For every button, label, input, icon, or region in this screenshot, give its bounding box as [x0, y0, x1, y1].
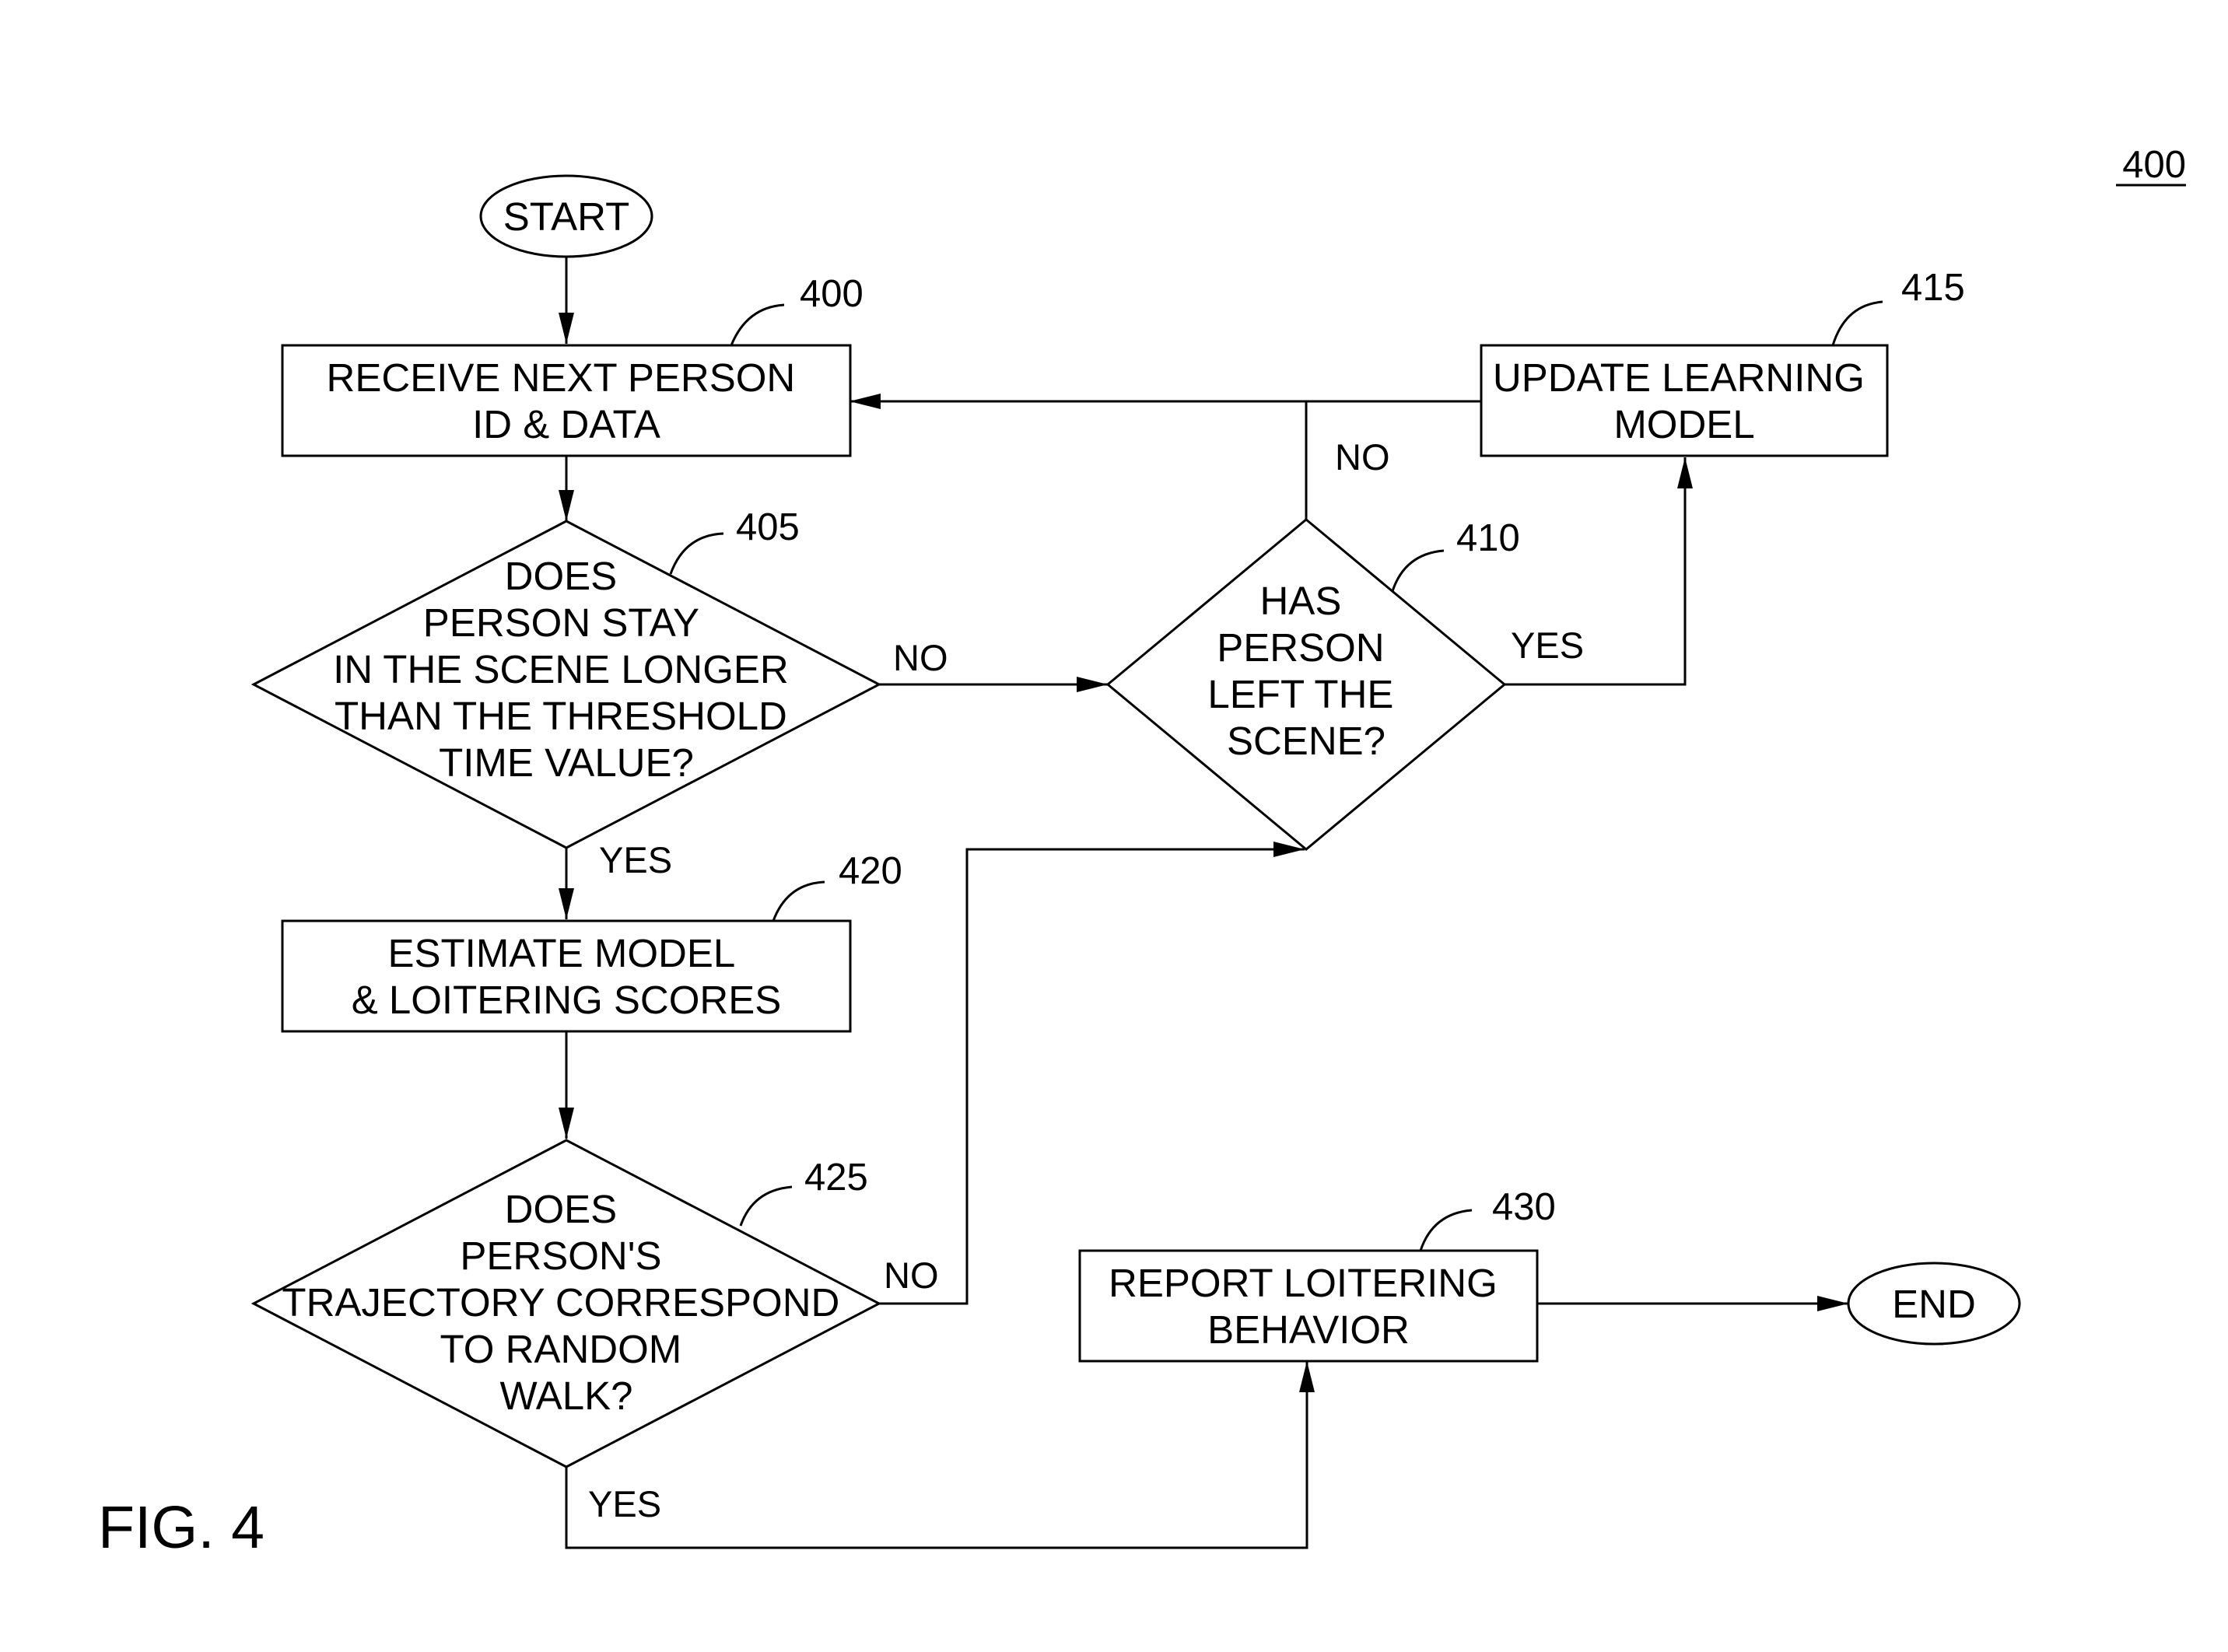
trajectory-decision: DOES PERSON'S TRAJECTORY CORRESPOND TO R…	[250, 1139, 882, 1468]
stay-ref-leader	[669, 532, 724, 575]
report-label-line: REPORT LOITERING	[1109, 1261, 1498, 1305]
stay-label-line: PERSON STAY	[423, 600, 699, 645]
receive-label-line: RECEIVE NEXT PERSON	[327, 355, 796, 400]
branch-labels: NO YES NO YES NO YES	[588, 436, 1584, 1524]
receive-person-step: RECEIVE NEXT PERSON ID & DATA 400	[281, 273, 864, 457]
update-label-line: MODEL	[1613, 402, 1754, 446]
trajectory-ref-label: 425	[804, 1157, 868, 1199]
trajectory-label-line: WALK?	[499, 1374, 632, 1418]
receive-person-label: RECEIVE NEXT PERSON ID & DATA	[327, 355, 807, 446]
trajectory-ref-leader	[739, 1185, 793, 1227]
update-label-line: UPDATE LEARNING	[1493, 355, 1865, 400]
stay-ref-label: 405	[736, 506, 800, 548]
update-ref-label: 415	[1901, 267, 1965, 309]
report-ref-label: 430	[1492, 1186, 1556, 1228]
estimate-scores-step: ESTIMATE MODEL & LOITERING SCORES 420	[281, 850, 902, 1033]
end-label-line: END	[1892, 1282, 1976, 1326]
left-scene-shape	[1105, 518, 1507, 851]
left-label-line: SCENE?	[1227, 719, 1385, 763]
left-label-line: HAS	[1259, 579, 1341, 623]
left-scene-decision: HAS PERSON LEFT THE SCENE? 410	[1105, 517, 1520, 851]
trajectory-yes-label: YES	[588, 1483, 661, 1524]
figure-label: FIG. 4	[98, 1494, 264, 1561]
start-label-line: START	[503, 194, 629, 239]
trajectory-no-label: NO	[884, 1255, 939, 1296]
stay-decision-label: DOES PERSON STAY IN THE SCENE LONGER THA…	[333, 554, 800, 785]
estimate-label-line: & LOITERING SCORES	[352, 978, 782, 1022]
stay-label-line: IN THE SCENE LONGER	[333, 647, 789, 691]
estimate-label-line: ESTIMATE MODEL	[387, 931, 734, 975]
report-ref-leader	[1419, 1209, 1473, 1251]
receive-person-box	[281, 344, 852, 457]
update-model-label: UPDATE LEARNING MODEL	[1493, 355, 1876, 446]
receive-ref-leader	[730, 303, 785, 346]
stay-decision-shape	[250, 520, 882, 849]
stay-yes-label: YES	[599, 839, 672, 880]
stay-label-line: DOES	[505, 554, 618, 598]
left-yes-label: YES	[1511, 625, 1584, 666]
report-loitering-step: REPORT LOITERING BEHAVIOR 430	[1078, 1186, 1556, 1363]
trajectory-decision-label: DOES PERSON'S TRAJECTORY CORRESPOND TO R…	[282, 1187, 850, 1418]
figure-number: 400	[2116, 144, 2186, 187]
edge-left-update	[1505, 457, 1693, 686]
estimate-scores-box	[281, 919, 852, 1033]
estimate-ref-leader	[772, 880, 825, 922]
trajectory-decision-shape	[250, 1139, 882, 1468]
left-label-line: PERSON	[1217, 625, 1384, 670]
start-terminal-label: START	[503, 194, 629, 239]
report-loitering-label: REPORT LOITERING BEHAVIOR	[1109, 1261, 1508, 1352]
stay-no-label: NO	[893, 637, 948, 678]
stay-decision: DOES PERSON STAY IN THE SCENE LONGER THA…	[250, 506, 882, 849]
edge-trajectory-left	[879, 842, 1305, 1305]
start-terminal-shape	[479, 174, 653, 258]
trajectory-label-line: DOES	[505, 1187, 618, 1231]
trajectory-label-line: PERSON'S	[460, 1234, 661, 1278]
receive-label-line: ID & DATA	[472, 402, 660, 446]
estimate-ref-label: 420	[839, 850, 902, 892]
end-terminal-label: END	[1892, 1282, 1976, 1326]
left-label-line: LEFT THE	[1207, 672, 1393, 716]
end-terminal: END	[1847, 1262, 2021, 1346]
trajectory-label-line: TRAJECTORY CORRESPOND	[282, 1280, 839, 1325]
left-ref-label: 410	[1456, 517, 1520, 559]
start-terminal: START	[479, 174, 653, 258]
end-terminal-shape	[1847, 1262, 2021, 1346]
edge-trajectory-report	[565, 1361, 1315, 1549]
left-scene-label: HAS PERSON LEFT THE SCENE?	[1207, 579, 1404, 763]
report-loitering-box	[1078, 1249, 1539, 1363]
update-ref-leader	[1831, 300, 1883, 346]
edge-left-receive	[850, 394, 1308, 520]
trajectory-label-line: TO RANDOM	[440, 1327, 682, 1371]
stay-label-line: TIME VALUE?	[439, 740, 694, 785]
left-no-label: NO	[1335, 436, 1390, 478]
report-label-line: BEHAVIOR	[1207, 1307, 1410, 1352]
estimate-scores-label: ESTIMATE MODEL & LOITERING SCORES	[352, 931, 782, 1022]
figure-number-text: 400	[2122, 144, 2186, 186]
update-model-step: UPDATE LEARNING MODEL 415	[1480, 267, 1965, 457]
update-model-box	[1480, 344, 1889, 457]
receive-ref-label: 400	[800, 273, 864, 315]
stay-label-line: THAN THE THRESHOLD	[335, 694, 787, 738]
left-ref-leader	[1391, 549, 1445, 592]
edges	[559, 257, 1848, 1549]
